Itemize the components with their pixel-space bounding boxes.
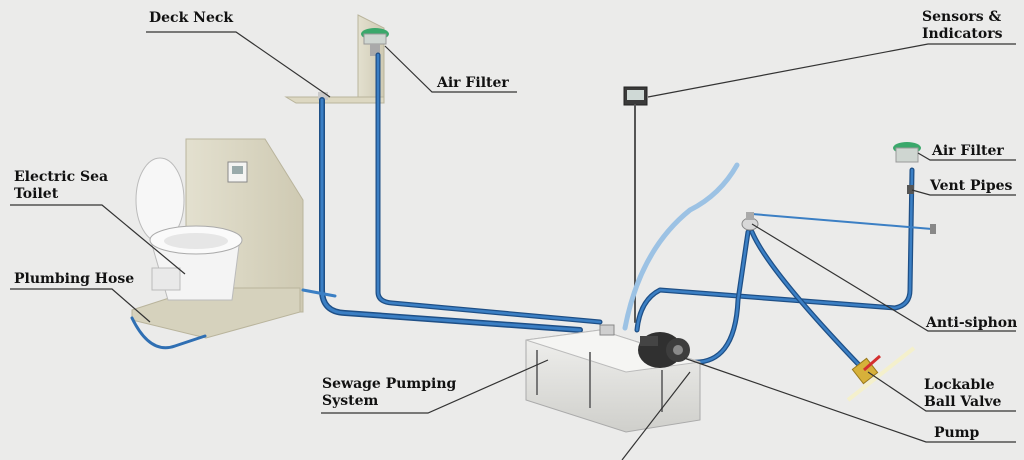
label-vent-pipes: Vent Pipes [930, 178, 1013, 194]
anti-siphon-graphic [741, 212, 759, 231]
leader-vent-pipes [911, 189, 1016, 196]
label-air-filter-right: Air Filter [932, 143, 1004, 159]
deck-neck-graphic [284, 14, 385, 104]
leader-air-filter-top [384, 45, 517, 93]
vent-pipe-fitting [907, 185, 914, 194]
leader-sensors [647, 43, 1016, 98]
label-sewage-line2: System [322, 393, 379, 409]
label-sewage-line1: Sewage Pumping [322, 376, 457, 392]
leader-deck-neck [146, 31, 331, 98]
leader-electric-toilet [10, 204, 186, 275]
vent-pipe-end [930, 224, 936, 234]
leader-sewage-system [321, 359, 549, 414]
toilet-switch-icon [232, 166, 243, 174]
leader-air-filter-right [917, 152, 1016, 161]
leader-tank-bottom [621, 371, 691, 460]
electric-toilet-graphic [135, 157, 243, 301]
label-valve-line1: Lockable [924, 377, 995, 393]
label-air-filter-top: Air Filter [437, 75, 509, 91]
label-anti-siphon: Anti-siphon [926, 315, 1018, 331]
label-deck-neck: Deck Neck [149, 10, 234, 26]
leader-pump [683, 357, 1016, 443]
air-filter-right-graphic [893, 142, 921, 163]
label-sensors-line2: Indicators [922, 26, 1003, 42]
pump-graphic [638, 332, 690, 368]
label-sensors-indicators: Sensors & Indicators [922, 9, 1003, 43]
label-toilet-line2: Toilet [14, 186, 59, 202]
label-plumbing-hose: Plumbing Hose [14, 271, 135, 287]
air-filter-top-graphic [361, 28, 389, 56]
leader-ball-valve [867, 371, 1016, 412]
label-electric-sea-toilet: Electric Sea Toilet [14, 169, 108, 203]
label-sewage-pumping-system: Sewage Pumping System [322, 376, 456, 410]
label-toilet-line1: Electric Sea [14, 169, 109, 185]
label-sensors-line1: Sensors & [922, 9, 1002, 25]
leader-plumbing-hose [10, 288, 151, 323]
sensor-display-graphic [623, 86, 648, 106]
label-lockable-ball-valve: Lockable Ball Valve [924, 377, 1001, 411]
label-pump: Pump [934, 425, 980, 441]
leader-lines [10, 31, 1016, 460]
label-valve-line2: Ball Valve [924, 394, 1002, 410]
ball-valve-graphic [846, 346, 916, 402]
leader-anti-siphon [751, 223, 1016, 332]
